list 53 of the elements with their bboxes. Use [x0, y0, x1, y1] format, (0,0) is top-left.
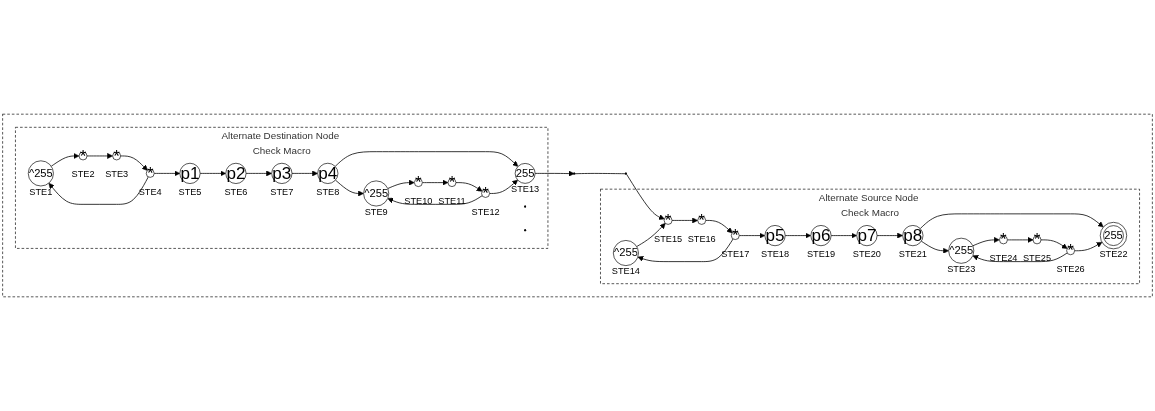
state-label: STE16: [687, 233, 716, 244]
node-circle: *: [999, 235, 1008, 245]
state-label: STE15: [654, 233, 683, 244]
cluster: [2, 113, 1153, 298]
state-label: STE14: [611, 266, 640, 277]
state-label: STE19: [806, 248, 836, 259]
state-label: STE12: [471, 206, 500, 217]
node-circle: *: [481, 189, 490, 198]
state-label: STE11: [438, 195, 466, 206]
node-circle: *: [663, 216, 673, 225]
state-label: STE17: [721, 248, 750, 259]
node-circle: ^255: [612, 240, 639, 266]
node-circle: *: [730, 231, 740, 240]
node-circle: p7: [856, 225, 878, 247]
state-label: STE3: [105, 169, 129, 180]
state-label: STE9: [364, 206, 388, 217]
state-label: STE23: [947, 263, 976, 274]
state-label: STE18: [761, 248, 790, 259]
node-circle: *: [112, 151, 121, 161]
state-label: STE2: [71, 169, 95, 180]
node-circle: p8: [902, 225, 924, 247]
node-circle: p6: [810, 225, 832, 247]
state-label: STE26: [1056, 264, 1085, 275]
node-circle: p5: [764, 225, 786, 247]
connector: [574, 173, 627, 175]
node-circle: *: [697, 216, 706, 225]
state-label: STE4: [138, 186, 162, 197]
node-circle: p3: [271, 162, 293, 184]
state-label: STE8: [316, 186, 340, 197]
node-circle: *: [447, 178, 457, 187]
state-label: STE13: [511, 183, 540, 194]
state-label: STE22: [1099, 249, 1128, 260]
node-circle: *: [78, 151, 88, 161]
node-circle: ^255: [27, 160, 54, 187]
state-label: STE10: [404, 195, 433, 206]
node-circle: *: [1066, 246, 1075, 256]
node-circle: p2: [225, 162, 247, 184]
node-circle: *: [1032, 235, 1042, 245]
node-circle: *: [414, 178, 423, 187]
state-label: STE1: [29, 186, 53, 197]
state-label: STE21: [898, 248, 927, 259]
node-circle: *: [145, 169, 155, 178]
state-label: STE25: [1023, 253, 1052, 264]
state-label: STE20: [852, 248, 881, 259]
state-label: STE5: [178, 186, 202, 197]
node-circle: 255: [514, 163, 536, 184]
state-label: STE24: [989, 253, 1018, 264]
node-circle: p4: [317, 162, 339, 184]
state-label: STE7: [270, 186, 294, 197]
state-label: STE6: [224, 186, 248, 197]
node-circle: ^255: [363, 180, 390, 207]
node-circle: p1: [179, 162, 201, 184]
node-circle: ^255: [948, 237, 975, 264]
